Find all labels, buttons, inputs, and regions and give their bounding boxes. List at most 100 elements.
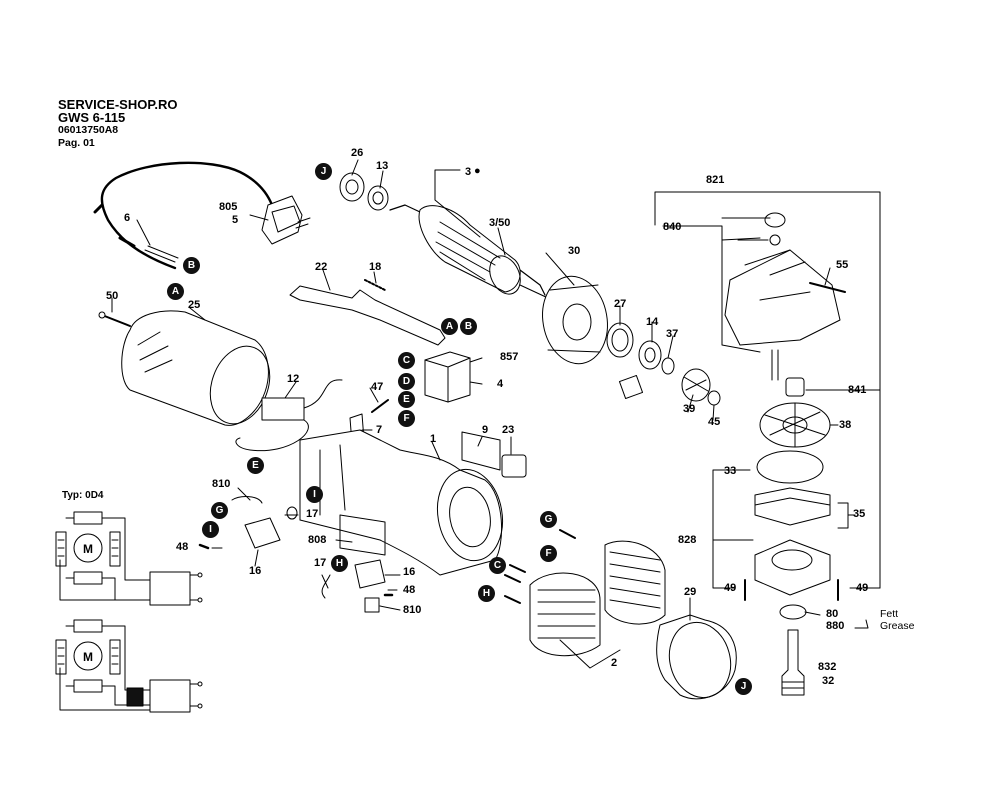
field-coil [529,540,666,657]
part-label-7: 7 [376,424,383,436]
part-label-810-bottom: 810 [403,604,422,616]
bearing-13 [367,185,389,211]
marker-f-switch: F [398,410,415,427]
pinion [681,368,711,402]
part-label-45: 45 [708,416,721,428]
marker-b-cord: B [183,257,200,274]
mains-plug [261,195,311,245]
part-label-805: 805 [219,201,238,213]
part-label-810-left: 810 [212,478,231,490]
part-label-828: 828 [678,534,697,546]
bevel-gear [759,402,831,448]
part-label-3-marker: ● [474,165,481,177]
part-label-37: 37 [666,328,679,340]
part-label-17-bottom: 17 [314,557,327,569]
bearing-26 [339,172,365,202]
marker-c-coil: C [489,557,506,574]
part-label-48-bottom: 48 [403,584,416,596]
part-label-29: 29 [684,586,697,598]
marker-g-coil: G [540,511,557,528]
part-label-880: 880 [826,620,845,632]
marker-a-switch: A [441,318,458,335]
motor-symbol-label-2: M [83,650,93,664]
marker-e-cable: E [247,457,264,474]
part-number: 06013750A8 [58,124,119,136]
part-label-832: 832 [818,661,837,673]
page-number: Pag. 01 [58,137,95,149]
part-label-35: 35 [853,508,866,520]
marker-h-brush: H [331,555,348,572]
part-label-22: 22 [315,261,328,273]
marker-d-switch: D [398,373,415,390]
part-label-3: 3 [465,166,472,178]
part-label-55: 55 [836,259,849,271]
gear-head [724,212,846,397]
part-label-841: 841 [848,384,867,396]
part-label-32: 32 [822,675,835,687]
part-label-821: 821 [706,174,725,186]
protection-guard [656,614,737,700]
shop-name: SERVICE-SHOP.RO [58,97,178,112]
part-label-5: 5 [232,214,239,226]
switch-block [424,351,471,403]
part-label-47: 47 [371,381,384,393]
part-label-25: 25 [188,299,201,311]
fan-baffle [542,275,608,365]
part-label-49-right: 49 [856,582,869,594]
marker-f-coil: F [540,545,557,562]
part-label-27: 27 [614,298,627,310]
part-label-857: 857 [500,351,519,363]
part-label-2: 2 [611,657,618,669]
part-label-33: 33 [724,465,737,477]
grease-note-de: Fett [880,608,899,620]
switch-rod [289,279,446,346]
part-label-26: 26 [351,147,364,159]
part-label-16-bottom: 16 [403,566,416,578]
grease-note-en: Grease [880,620,915,632]
bearing-flange [754,539,831,596]
part-label-808: 808 [308,534,327,546]
part-label-12: 12 [287,373,300,385]
marker-j-guard: J [735,678,752,695]
marker-j-top: J [315,163,332,180]
model-name: GWS 6-115 [58,110,126,125]
sheet-header: SERVICE-SHOP.RO GWS 6-115 06013750A8 Pag… [58,98,177,150]
type-label: Typ: 0D4 [62,490,104,501]
part-label-39: 39 [683,403,696,415]
part-label-18: 18 [369,261,382,273]
marker-c-switch: C [398,352,415,369]
armature [389,204,549,299]
marker-b-switch: B [460,318,477,335]
housing-sleeve [121,310,271,426]
part-label-16-left: 16 [249,565,262,577]
part-label-23: 23 [502,424,515,436]
wiring-diagram-2 [55,619,203,713]
part-label-9: 9 [482,424,489,436]
part-label-30: 30 [568,245,581,257]
part-label-13: 13 [376,160,389,172]
marker-a-cord: A [167,283,184,300]
marker-g-brush: G [211,502,228,519]
marker-e-switch: E [398,391,415,408]
part-label-38: 38 [839,419,852,431]
part-label-1: 1 [430,433,437,445]
part-label-17-left: 17 [306,508,319,520]
wiring-diagram-1 [55,511,203,606]
part-label-840: 840 [663,221,682,233]
part-label-6: 6 [124,212,131,224]
marker-i-housing: I [306,486,323,503]
motor-housing [299,429,504,576]
marker-h-coil: H [478,585,495,602]
motor-symbol-label-1: M [83,542,93,556]
part-label-14: 14 [646,316,659,328]
part-label-48-left: 48 [176,541,189,553]
part-label-80: 80 [826,608,839,620]
part-label-4: 4 [497,378,504,390]
part-label-3-50: 3/50 [489,217,511,229]
power-cord [93,161,274,270]
marker-i-brush: I [202,521,219,538]
part-label-49-left: 49 [724,582,737,594]
part-label-50: 50 [106,290,119,302]
